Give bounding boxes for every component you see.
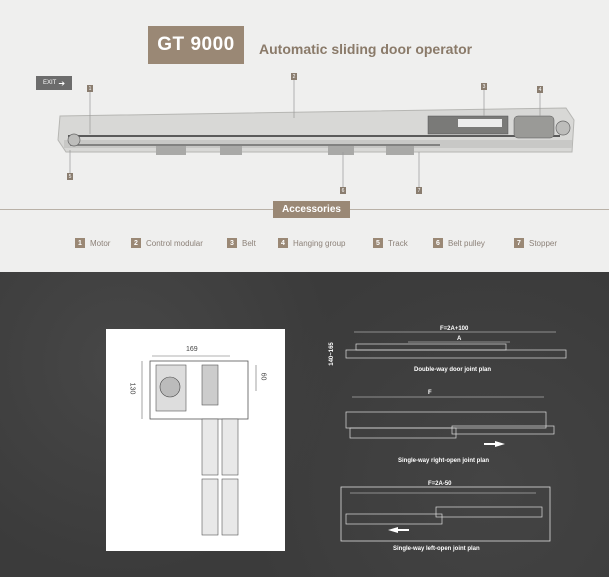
accessory-item: 7 Stopper bbox=[514, 238, 557, 248]
section-drawing-panel: 169 130 60 bbox=[106, 329, 285, 551]
control-module-label bbox=[458, 119, 502, 127]
callout-tag: 3 bbox=[481, 83, 487, 90]
arrow-shaft bbox=[398, 529, 409, 531]
accessory-number: 5 bbox=[373, 238, 383, 248]
exit-sign: EXIT ➔ bbox=[36, 76, 72, 90]
plan2-caption: Single-way right-open joint plan bbox=[398, 458, 489, 464]
accessory-number: 2 bbox=[131, 238, 141, 248]
callout-tag: 1 bbox=[87, 85, 93, 92]
exit-sign-text: EXIT bbox=[42, 80, 57, 86]
stopper-shape bbox=[67, 133, 81, 147]
accessory-label: Stopper bbox=[529, 238, 558, 248]
accessory-number: 3 bbox=[227, 238, 237, 248]
module-outline bbox=[201, 364, 219, 406]
product-section: GT 9000 Automatic sliding door operator … bbox=[0, 0, 609, 272]
accessory-label: Motor bbox=[90, 238, 111, 248]
accessory-label: Track bbox=[388, 238, 408, 248]
door-outline bbox=[451, 425, 555, 435]
door-outline bbox=[345, 411, 547, 429]
door-leaf-outline bbox=[221, 478, 239, 536]
width-dimension: 169 bbox=[186, 346, 198, 353]
hanging-group-shape bbox=[386, 146, 414, 155]
door-outline bbox=[435, 506, 543, 518]
housing-outline bbox=[149, 360, 249, 420]
belt-pulley-shape bbox=[555, 120, 571, 136]
door-outline bbox=[340, 486, 551, 542]
accessory-number: 1 bbox=[75, 238, 85, 248]
plan2-formula: F bbox=[428, 390, 432, 396]
accessory-item: 1 Motor bbox=[75, 238, 110, 248]
accessory-number: 7 bbox=[514, 238, 524, 248]
door-leaf-outline bbox=[201, 418, 219, 476]
section-drawing bbox=[141, 355, 257, 536]
motor-shape bbox=[513, 115, 555, 139]
accessory-number: 6 bbox=[433, 238, 443, 248]
accessory-label: Belt pulley bbox=[448, 238, 485, 248]
model-badge: GT 9000 bbox=[148, 26, 244, 64]
plan3-formula: F=2A-50 bbox=[428, 481, 452, 487]
door-leaf-outline bbox=[221, 418, 239, 476]
accessories-heading: Accessories bbox=[273, 201, 350, 218]
hanging-group-shape bbox=[156, 146, 186, 155]
door-outline bbox=[349, 427, 457, 439]
accessory-item: 4 Hanging group bbox=[278, 238, 345, 248]
door-outline bbox=[345, 513, 443, 525]
arrow-right-icon: ➔ bbox=[58, 78, 66, 88]
accessory-item: 3 Belt bbox=[227, 238, 256, 248]
product-subtitle: Automatic sliding door operator bbox=[259, 41, 473, 57]
technical-section bbox=[0, 272, 609, 577]
hanging-group-shape bbox=[328, 146, 354, 155]
operator-drawing bbox=[57, 80, 575, 187]
plan1-side-dim: 140~165 bbox=[328, 342, 335, 366]
arrow-shaft bbox=[484, 443, 495, 445]
pulley-outline bbox=[159, 376, 181, 398]
plan3-caption: Single-way left-open joint plan bbox=[393, 546, 480, 552]
accessory-label: Hanging group bbox=[293, 238, 346, 248]
arrow-left-icon bbox=[388, 527, 398, 533]
callout-tag: 5 bbox=[67, 173, 73, 180]
door-outline bbox=[355, 343, 507, 351]
plan1-inner-dim: A bbox=[457, 336, 462, 342]
door-leaf-outline bbox=[201, 478, 219, 536]
plan1-caption: Double-way door joint plan bbox=[414, 367, 491, 373]
accessory-label: Control modular bbox=[146, 238, 203, 248]
accessory-label: Belt bbox=[242, 238, 256, 248]
callout-tag: 7 bbox=[416, 187, 422, 194]
track-rail bbox=[64, 140, 572, 148]
plan1-formula: F=2A+100 bbox=[440, 326, 469, 332]
door-outline bbox=[345, 349, 567, 359]
arrow-right-icon bbox=[495, 441, 505, 447]
callout-tag: 2 bbox=[291, 73, 297, 80]
hanging-group-shape bbox=[220, 146, 242, 155]
callout-tag: 6 bbox=[340, 187, 346, 194]
accessory-number: 4 bbox=[278, 238, 288, 248]
accessory-item: 2 Control modular bbox=[131, 238, 203, 248]
accessory-item: 6 Belt pulley bbox=[433, 238, 485, 248]
callout-tag: 4 bbox=[537, 86, 543, 93]
accessory-item: 5 Track bbox=[373, 238, 408, 248]
